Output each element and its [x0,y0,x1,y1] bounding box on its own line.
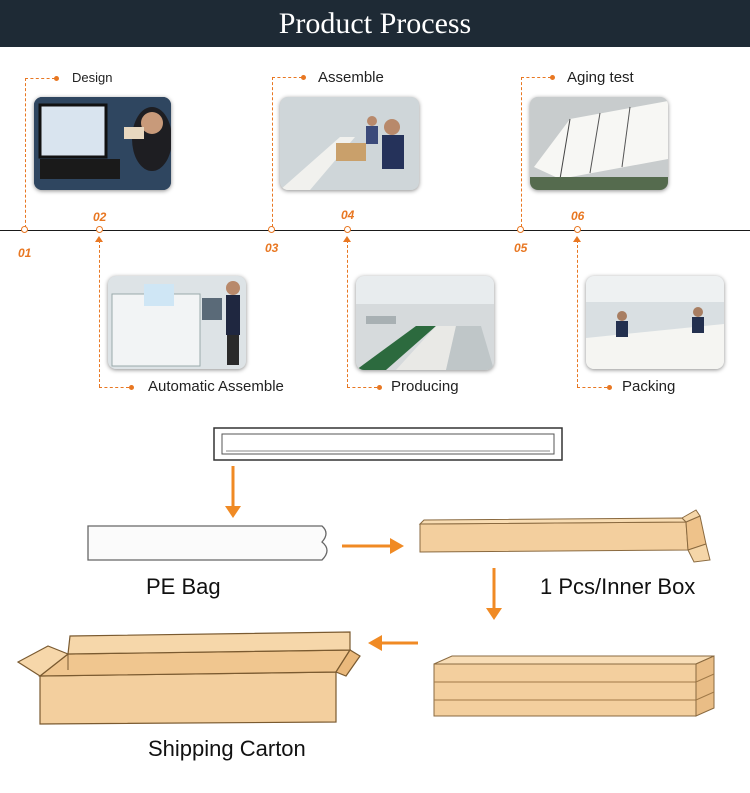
label-dot [377,385,382,390]
timeline-dot [517,226,524,233]
pe-bag-label: PE Bag [146,574,221,599]
label-dot [54,76,59,81]
step-number: 04 [341,208,355,222]
step-label: Producing [391,378,459,395]
pe-bag-icon [87,525,328,561]
arrow-right-icon [342,538,404,554]
timeline-dot [574,226,581,233]
timeline-dot [96,226,103,233]
arrow-down-icon [486,568,502,620]
inner-box-label: 1 Pcs/Inner Box [540,574,696,599]
arrow-down-icon [225,466,241,518]
step-number: 06 [571,209,585,223]
step-number: 02 [93,210,107,224]
assemble-photo [280,97,419,190]
timeline-dot [21,226,28,233]
packing-photo [586,276,724,369]
arrow-up-icon [95,236,103,242]
design-photo [34,97,171,190]
shipping-carton-label: Shipping Carton [148,736,306,761]
header-bar [0,0,750,47]
label-dot [301,75,306,80]
arrow-up-icon [573,236,581,242]
arrow-left-icon [368,635,418,651]
step-number: 05 [514,241,528,255]
label-dot [607,385,612,390]
inner-box-icon [418,509,711,563]
label-dot [129,385,134,390]
step-label: Design [72,70,113,85]
step-label: Assemble [318,69,384,86]
stacked-boxes-icon [433,655,715,717]
timeline-line [0,230,750,231]
packaging-flow-graphic [16,427,715,725]
page-title: Product Process [278,7,472,40]
automatic-assemble-photo [108,276,246,369]
shipping-carton-icon [16,631,361,725]
step-label: Aging test [567,69,634,86]
led-fixture-icon [213,427,563,461]
aging-test-photo [530,97,668,190]
timeline-dot [344,226,351,233]
timeline-dot [268,226,275,233]
label-dot [550,75,555,80]
arrow-up-icon [343,236,351,242]
step-number: 01 [18,246,32,260]
step-number: 03 [265,241,279,255]
producing-photo [356,276,494,370]
step-label: Automatic Assemble [148,378,284,395]
step-label: Packing [622,378,676,395]
